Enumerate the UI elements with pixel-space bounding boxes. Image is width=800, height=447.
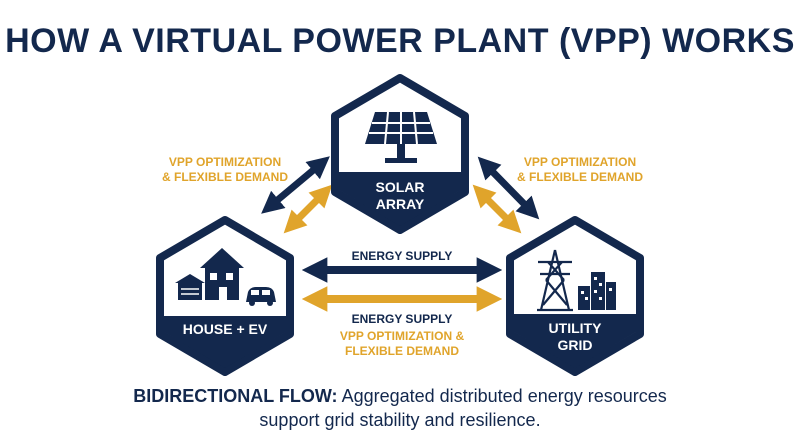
bottom-optimization-label-line2: FLEXIBLE DEMAND xyxy=(345,344,459,358)
right-optimization-label-line1: VPP OPTIMIZATION xyxy=(524,155,636,169)
arrow-solar-grid-gold xyxy=(472,184,522,234)
solar-array-node: SOLAR ARRAY xyxy=(331,74,469,234)
solar-array-label-line2: ARRAY xyxy=(376,196,425,212)
caption-line1: BIDIRECTIONAL FLOW: Aggregated distribut… xyxy=(0,386,800,407)
solar-panel-icon xyxy=(365,111,437,163)
caption-text1: Aggregated distributed energy resources xyxy=(341,386,667,406)
transmission-tower-icon xyxy=(537,249,573,312)
page-title: HOW A VIRTUAL POWER PLANT (VPP) WORKS xyxy=(5,22,795,60)
arrow-solar-house-gold xyxy=(283,184,333,234)
utility-grid-label-line2: GRID xyxy=(558,337,593,353)
house-ev-icon xyxy=(175,248,276,306)
right-optimization-label-line2: & FLEXIBLE DEMAND xyxy=(517,170,643,184)
bottom-optimization-label-line1: VPP OPTIMIZATION & xyxy=(340,329,465,343)
utility-grid-label-line1: UTILITY xyxy=(549,320,603,336)
left-optimization-label-line1: VPP OPTIMIZATION xyxy=(169,155,281,169)
energy-supply-label-top: ENERGY SUPPLY xyxy=(352,249,453,263)
city-buildings-icon xyxy=(578,272,616,310)
house-ev-label: HOUSE + EV xyxy=(183,321,268,337)
left-optimization-label-line2: & FLEXIBLE DEMAND xyxy=(162,170,288,184)
energy-supply-label-bottom: ENERGY SUPPLY xyxy=(352,312,453,326)
solar-array-label-line1: SOLAR xyxy=(376,179,425,195)
caption-line2: support grid stability and resilience. xyxy=(259,410,541,430)
utility-grid-node: UTILITY GRID xyxy=(506,216,644,376)
caption-bold: BIDIRECTIONAL FLOW: xyxy=(133,386,338,406)
house-ev-node: HOUSE + EV xyxy=(156,216,294,376)
